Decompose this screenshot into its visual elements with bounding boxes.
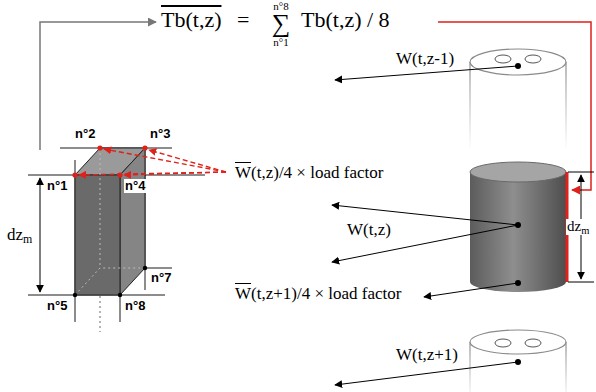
- text-part: (t,z)/4 × load factor: [251, 163, 383, 182]
- sum-sign: ∑: [265, 10, 297, 37]
- node-point: [72, 172, 77, 177]
- dimension-arrow: [40, 178, 41, 292]
- node-number: n°1: [46, 179, 68, 193]
- element-box: [100, 148, 101, 268]
- formula-term: Tb(t,z): [160, 8, 222, 31]
- lower-cylinder: [525, 339, 541, 347]
- node-number: n°7: [150, 271, 172, 285]
- sum-limit: n°1: [265, 37, 297, 49]
- pointer-dot: [515, 280, 521, 286]
- dimension-label: dzm: [566, 219, 590, 235]
- dimension-label: dzm: [6, 226, 33, 244]
- dimension-arrow: [40, 178, 41, 292]
- upper-cylinder: [469, 62, 470, 150]
- node-number: n°4: [124, 179, 146, 193]
- flux-label: W(t,z-1): [395, 50, 455, 68]
- cylinder: [470, 172, 566, 282]
- load-arrow: [104, 149, 226, 172]
- pointer-arrow: [335, 362, 518, 385]
- node-number: n°2: [74, 127, 96, 141]
- load-label: W(t,z)/4 × load factor: [234, 164, 384, 182]
- overlined-text: W: [235, 163, 251, 182]
- grid-line: [28, 146, 205, 332]
- text-part: (t,z+1)/4 × load factor: [251, 284, 401, 303]
- subscript: m: [23, 232, 32, 246]
- upper-cylinder: [525, 55, 541, 63]
- element-box: [120, 148, 145, 295]
- node-point: [73, 293, 77, 297]
- node-point: [97, 145, 102, 150]
- element-box: [75, 148, 145, 295]
- grid-line: [100, 146, 101, 332]
- element-box: [75, 268, 145, 295]
- cylinder: [470, 272, 566, 292]
- upper-cylinder: [470, 49, 566, 75]
- node-point: [117, 172, 122, 177]
- load-arrow: [124, 172, 226, 175]
- lower-cylinder: [470, 330, 566, 354]
- formula-sign: =: [236, 8, 250, 31]
- upper-cylinder: [470, 49, 566, 150]
- upper-cylinder: [495, 55, 511, 63]
- overlined-text: W: [235, 284, 251, 303]
- leader-line: [40, 22, 156, 150]
- pointer-arrow: [335, 66, 518, 80]
- overlined-text: Tb(t,z): [161, 7, 221, 32]
- dimension-arrow: [568, 282, 594, 283]
- text-part: dz: [7, 225, 23, 244]
- cylinder: [470, 162, 566, 182]
- formula-term: Tb(t,z) / 8: [300, 8, 391, 31]
- cylinder: [470, 162, 567, 292]
- element-box: [75, 175, 120, 295]
- node-point: [143, 266, 147, 270]
- node-point: [142, 145, 147, 150]
- text-part: dz: [567, 218, 581, 234]
- pointer-dot: [515, 222, 521, 228]
- subscript: m: [581, 225, 589, 236]
- load-arrow: [149, 150, 226, 172]
- upper-cylinder: [565, 62, 566, 150]
- node-number: n°8: [124, 299, 146, 313]
- load-arrow: [79, 149, 226, 175]
- lower-cylinder: [469, 342, 470, 392]
- leader-line-red: [438, 22, 591, 190]
- pointer-dot: [515, 63, 521, 365]
- load-label: W(t,z+1)/4 × load factor: [234, 285, 402, 303]
- node-point: [73, 266, 147, 297]
- node-number: n°3: [149, 127, 171, 141]
- node-point: [72, 145, 147, 177]
- flux-label: W(t,z): [346, 221, 392, 239]
- pointer-arrow: [332, 66, 518, 385]
- lower-cylinder: [495, 339, 511, 347]
- node-point: [118, 293, 122, 297]
- leader-line: [40, 22, 156, 150]
- load-arrow: [79, 172, 226, 175]
- flux-label: W(t,z+1): [395, 346, 459, 364]
- leader-line-red: [438, 22, 591, 190]
- lower-cylinder: [565, 342, 566, 392]
- pointer-dot: [515, 359, 521, 365]
- pointer-arrow: [424, 283, 518, 297]
- node-number: n°5: [46, 299, 68, 313]
- pointer-dot: [515, 63, 521, 69]
- dimension-arrow: [568, 172, 594, 173]
- lower-cylinder: [470, 330, 566, 392]
